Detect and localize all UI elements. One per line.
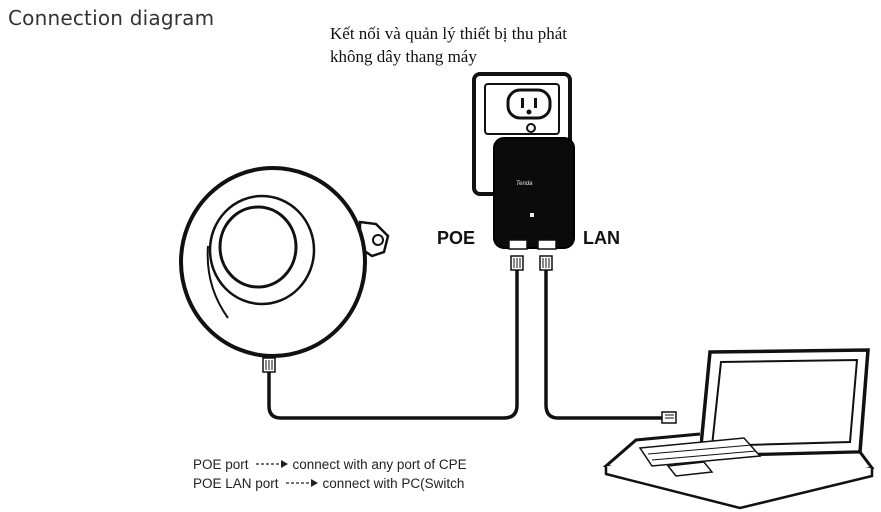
adapter-brand-label: Tenda xyxy=(516,181,533,187)
legend-target: connect with PC(Switch xyxy=(322,476,465,491)
legend-row-lan: POE LAN port connect with PC(Switch xyxy=(193,474,467,493)
lan-port-label: LAN xyxy=(583,228,620,248)
dashed-arrow-icon xyxy=(285,474,319,493)
poe-port-label: POE xyxy=(437,228,476,248)
cpe-device xyxy=(179,166,390,358)
cable-poe-to-cpe xyxy=(267,270,519,420)
caption-line-2: không dây thang máy xyxy=(330,47,477,66)
legend-source: POE port xyxy=(193,457,249,472)
cable-lan-to-laptop xyxy=(544,270,664,420)
rj45-plug-cpe xyxy=(262,357,276,373)
legend-target: connect with any port of CPE xyxy=(292,457,467,472)
poe-adapter: Tenda xyxy=(493,137,575,250)
caption-line-1: Kết nối và quản lý thiết bị thu phát xyxy=(330,24,568,43)
diagram-title: Connection diagram xyxy=(8,6,215,30)
laptop xyxy=(602,348,875,510)
connection-legend: POE port connect with any port of CPE PO… xyxy=(193,455,467,493)
legend-row-poe: POE port connect with any port of CPE xyxy=(193,455,467,474)
rj45-plug-poe xyxy=(510,255,524,271)
dashed-arrow-icon xyxy=(255,455,289,474)
legend-source: POE LAN port xyxy=(193,476,279,491)
rj45-plug-laptop xyxy=(661,411,677,424)
diagram-caption: Kết nối và quản lý thiết bị thu phát khô… xyxy=(330,22,567,68)
rj45-plug-lan xyxy=(539,255,553,271)
